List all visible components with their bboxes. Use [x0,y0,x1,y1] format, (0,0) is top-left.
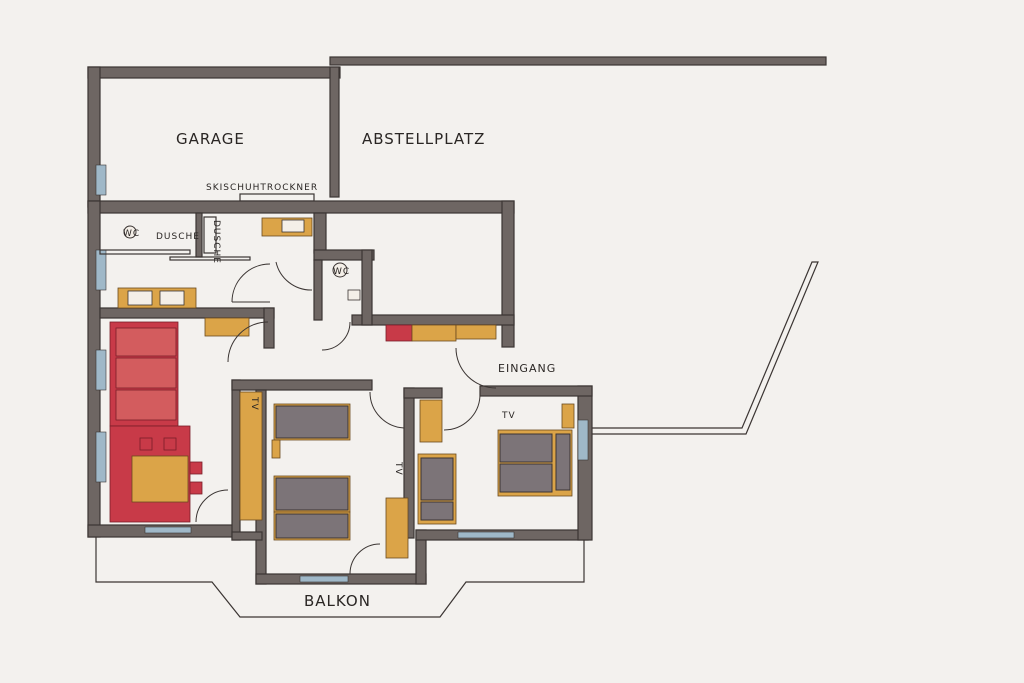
label-balkon: BALKON [304,592,371,610]
interior-walls [99,212,375,349]
toilet-icon-2 [332,262,348,278]
window-bedroom-2 [457,531,515,539]
living-room-furniture [109,321,263,523]
window-left-1 [95,249,107,291]
garage-window [95,164,107,196]
window-bedroom-3 [577,419,589,461]
label-garage: GARAGE [176,130,245,148]
label-dusche-2: DUSCHE [211,220,221,264]
abstellplatz-outline [329,56,827,66]
wardrobe [385,497,409,559]
bedroom-walls [231,379,593,585]
tv-cabinet [239,391,263,521]
window-left-2 [95,349,107,391]
chair [139,437,153,451]
label-dusche-1: DUSCHE [156,232,200,242]
label-wc-2: WC [333,267,350,277]
sink-icon [127,290,153,306]
window-living [144,526,192,534]
bedroom-1-furniture [271,403,409,559]
sink-icon-2 [159,290,185,306]
door-swings [195,261,497,575]
exterior-walls [87,200,515,538]
basin-icon [281,219,305,233]
toilet-icon [123,225,137,239]
label-eingang: EINGANG [498,362,556,375]
garage-walls [87,66,341,208]
shower-glass [203,216,217,254]
hand-basin-icon [347,289,361,301]
entry-cabinets [204,317,497,342]
bedroom-2-furniture [417,399,575,525]
terrace-outline [592,261,819,435]
bed-icon [275,405,349,439]
dining-table [131,455,189,503]
label-tv-1: TV [249,396,259,411]
label-skischuhtrockner: SKISCHUHTROCKNER [206,183,318,193]
label-tv-2: TV [393,461,403,476]
label-wc-1: WC [123,229,140,239]
window-left-3 [95,431,107,483]
balkon-outline [95,537,585,618]
bathroom-fixtures [117,216,361,309]
label-tv-3: TV [501,411,516,421]
label-abstellplatz: ABSTELLPLATZ [362,130,485,148]
window-bedroom-1 [299,575,349,583]
